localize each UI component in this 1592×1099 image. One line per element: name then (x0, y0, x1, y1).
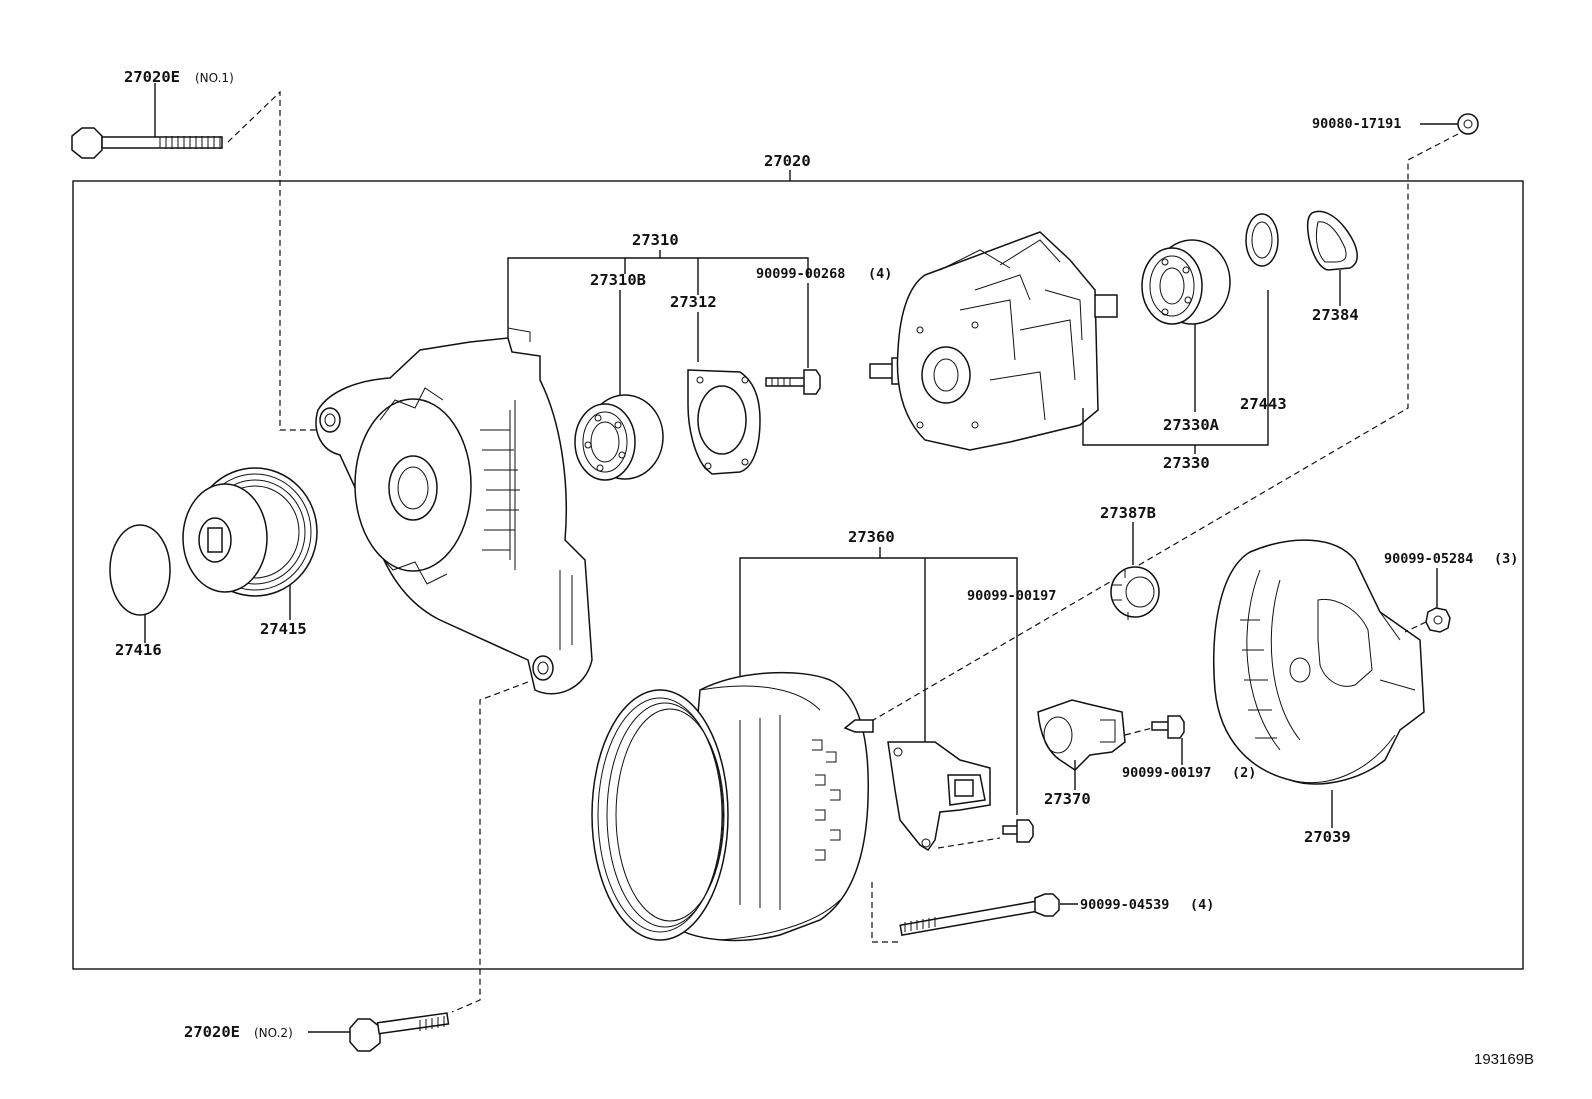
retainer-plate-part (687, 369, 761, 475)
regulator-part (887, 741, 991, 852)
screw-front-part (765, 369, 821, 395)
rotor-bearing-part (1141, 239, 1231, 325)
rear-cover-nut-label: 90099-05284 (1384, 551, 1473, 567)
stator-part (591, 671, 874, 942)
screw-front-label: 90099-00268 (756, 266, 845, 282)
drive-end-frame-part (315, 327, 593, 695)
bolt-no1-note: (NO.1) (195, 71, 234, 85)
pulley-cap-label: 27416 (115, 641, 162, 659)
bolt-no2-part (349, 1012, 450, 1052)
brush-holder-screw-qty: (2) (1232, 765, 1256, 781)
bolt-no2-label: 27020E (184, 1023, 240, 1041)
screw-front-qty: (4) (868, 266, 892, 282)
rotor-label: 27330 (1163, 454, 1210, 472)
assembly-label: 27020 (764, 152, 811, 170)
pulley-label: 27415 (260, 620, 307, 638)
nut-top-label: 90080-17191 (1312, 116, 1401, 132)
brush-holder-screw-part (1151, 715, 1185, 739)
bearing-front-part (574, 394, 664, 481)
rear-cover-nut-part (1425, 607, 1451, 633)
insulator-27384-part (1306, 210, 1358, 271)
pulley-part (182, 467, 318, 597)
regulator-screw-label: 90099-00197 (967, 588, 1056, 604)
rear-cover-label: 27039 (1304, 828, 1351, 846)
diagram-id: 193169B (1474, 1051, 1534, 1068)
terminal-insulator-label: 27387B (1100, 504, 1156, 522)
assembly-frame (72, 180, 1524, 970)
pulley-cap-part (109, 524, 171, 616)
rotor-bearing-label: 27330A (1163, 416, 1220, 434)
bearing-cover-label: 27443 (1240, 395, 1287, 413)
rear-cover-nut-qty: (3) (1494, 551, 1518, 567)
terminal-insulator-part (1110, 566, 1160, 620)
brush-holder-label: 27370 (1044, 790, 1091, 808)
insulator-27384-label: 27384 (1312, 306, 1359, 324)
rear-cover-part (1213, 539, 1425, 785)
frame-kit-label: 27310 (632, 231, 679, 249)
bearing-front-label: 27310B (590, 271, 646, 289)
bearing-cover-part (1245, 213, 1279, 267)
through-bolt-part (899, 893, 1060, 936)
stator-kit-label: 27360 (848, 528, 895, 546)
brush-holder-part (1037, 699, 1126, 771)
regulator-screw-part (1002, 819, 1034, 843)
rotor-part (869, 231, 1118, 451)
bolt-no1-label: 27020E (124, 68, 180, 86)
bolt-no2-note: (NO.2) (254, 1026, 293, 1040)
through-bolt-label: 90099-04539 (1080, 897, 1169, 913)
through-bolt-qty: (4) (1190, 897, 1214, 913)
bolt-no1-part (71, 127, 223, 159)
nut-top-part (1457, 113, 1479, 135)
brush-holder-screw-label: 90099-00197 (1122, 765, 1211, 781)
retainer-plate-label: 27312 (670, 293, 717, 311)
